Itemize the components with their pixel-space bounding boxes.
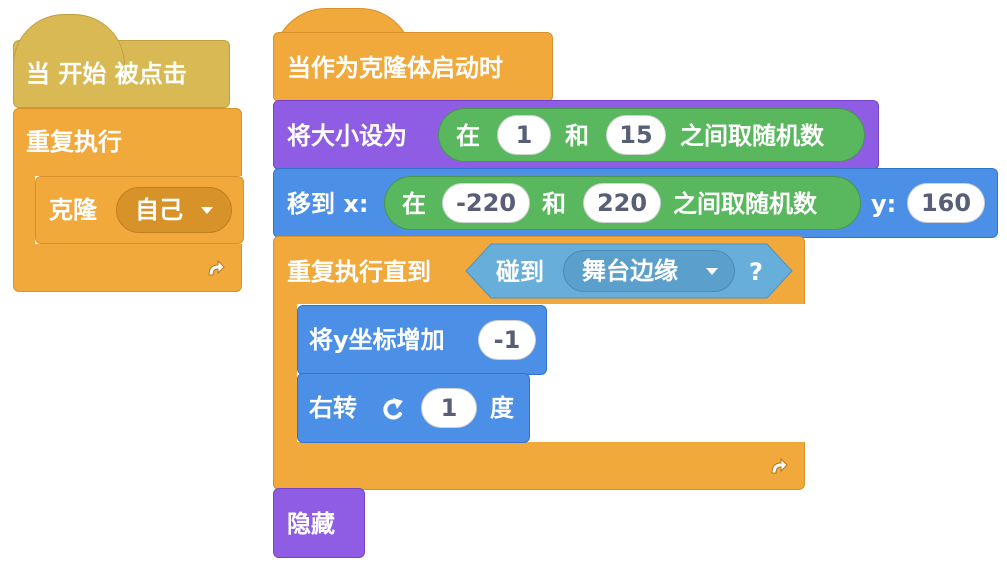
touching-target-dropdown[interactable]: 舞台边缘 [563, 250, 735, 292]
x-to-input[interactable]: 220 [583, 183, 661, 223]
when-clone-starts-hat[interactable] [273, 32, 553, 102]
change-y-value: -1 [493, 326, 521, 354]
random-from-value: 1 [515, 121, 533, 149]
turn-unit: 度 [490, 394, 514, 422]
create-clone-label: 克隆 [49, 196, 97, 224]
rotate-clockwise-icon [383, 398, 403, 420]
random-and: 和 [542, 190, 566, 218]
touching-label: 碰到 [496, 258, 544, 286]
turn-input[interactable]: 1 [421, 388, 477, 428]
random-and: 和 [565, 122, 589, 150]
hat-cap [13, 14, 125, 65]
turn-right-block[interactable] [297, 373, 530, 443]
random-prefix: 在 [402, 190, 426, 218]
random-to-value: 15 [619, 121, 653, 149]
random-prefix: 在 [456, 122, 480, 150]
forever-label: 重复执行 [26, 128, 122, 156]
y-input[interactable]: 160 [907, 183, 985, 223]
goto-x-label: 移到 x: [287, 190, 369, 218]
clone-target-value: 自己 [135, 196, 183, 224]
x-from-value: -220 [455, 189, 517, 217]
repeat-until-label: 重复执行直到 [287, 258, 431, 286]
random-suffix: 之间取随机数 [673, 190, 817, 218]
chevron-down-icon [201, 207, 213, 214]
random-to-input[interactable]: 15 [606, 115, 666, 155]
chevron-down-icon [706, 268, 718, 275]
turn-value: 1 [440, 394, 458, 422]
set-size-label: 将大小设为 [287, 122, 407, 150]
change-y-label: 将y坐标增加 [309, 326, 445, 354]
change-y-input[interactable]: -1 [478, 320, 536, 360]
loop-arrow-icon [208, 259, 225, 276]
hide-block[interactable] [273, 488, 365, 558]
x-from-input[interactable]: -220 [442, 183, 530, 223]
random-from-input[interactable]: 1 [497, 115, 551, 155]
touching-target-value: 舞台边缘 [582, 257, 678, 285]
hide-label: 隐藏 [287, 510, 335, 538]
hat-label: 当 开始 被点击 [26, 60, 187, 88]
loop-arrow-icon [771, 457, 788, 474]
y-value: 160 [920, 189, 972, 217]
turn-label: 右转 [309, 394, 357, 422]
x-to-value: 220 [596, 189, 648, 217]
clone-hat-label: 当作为克隆体启动时 [287, 54, 503, 82]
random-suffix: 之间取随机数 [680, 122, 824, 150]
question-mark: ? [749, 258, 763, 286]
clone-target-dropdown[interactable]: 自己 [116, 187, 232, 233]
goto-y-label: y: [871, 190, 897, 218]
